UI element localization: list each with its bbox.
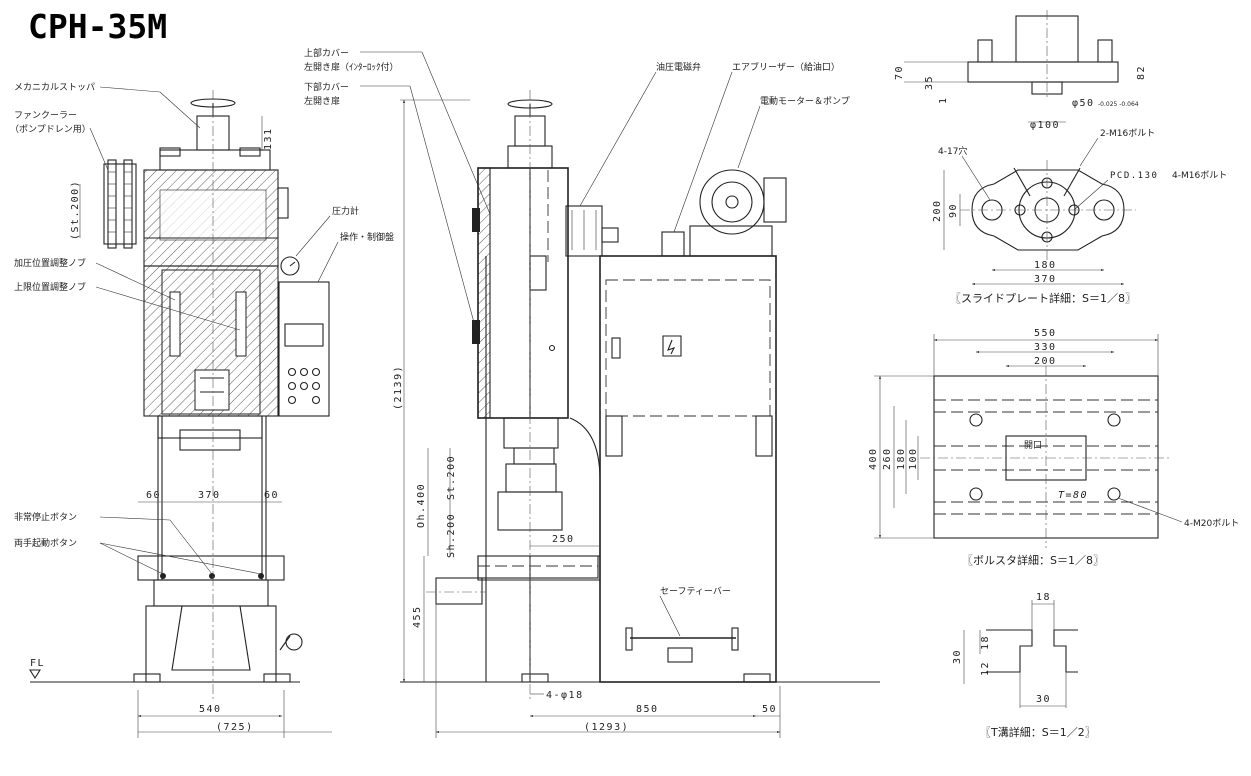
dim-st200: St.200	[446, 455, 457, 500]
dim-18-side: 18	[980, 635, 991, 650]
label-fan-cooler-sub: （ポンプドレン用）	[10, 124, 91, 135]
dim-2139: (2139)	[393, 365, 404, 410]
dim-400: 400	[868, 447, 879, 470]
dim-260: 260	[882, 447, 893, 470]
label-upper-cover-door: 左開き扉（ｲﾝﾀｰﾛｯｸ付）	[304, 61, 399, 73]
dim-550: 550	[1034, 328, 1057, 339]
dim-250: 250	[552, 534, 575, 545]
dim-725: (725)	[216, 722, 254, 733]
label-motor-pump: 電動モーター＆ポンプ	[760, 96, 850, 107]
dim-oh400: Oh.400	[416, 483, 427, 528]
fl-label: FL	[30, 658, 45, 669]
label-thickness: T=80	[1058, 490, 1088, 501]
dim-stroke: (St.200)	[70, 180, 81, 240]
dim-455: 455	[412, 605, 423, 628]
label-m16-2: 2-M16ボルト	[1100, 128, 1155, 139]
dim-70: 70	[894, 65, 905, 80]
slide-plate-detail: 70 35 1 82 φ50 -0.025 -0.064 φ100 200 90…	[894, 10, 1227, 305]
dim-100: 100	[908, 447, 919, 470]
front-view: FL 131 (St.200) 60 370 60 540 (725) メカニカ…	[10, 82, 332, 738]
top-block	[159, 149, 271, 171]
dim-200: 200	[1034, 356, 1057, 367]
fan-cooler	[103, 159, 137, 249]
oil-tank	[599, 255, 777, 683]
caption-bolster: 〖ボルスタ詳細：S＝1／8〗	[962, 553, 1104, 567]
dim-370: 370	[1034, 274, 1057, 285]
dim-90: 90	[948, 203, 959, 218]
label-upper-cover: 上部カバー	[304, 47, 349, 59]
label-mechanical-stopper: メカニカルストッパ	[14, 82, 95, 93]
tslot-detail: 18 30 18 12 30 〖T溝詳細：S＝1／2〗	[952, 592, 1096, 739]
dim-850: 850	[636, 704, 659, 715]
label-opening: 開口	[1024, 440, 1042, 451]
dim-35: 35	[924, 75, 935, 90]
dim-131: 131	[263, 127, 274, 150]
dim-330: 330	[1034, 342, 1057, 353]
dim-1: 1	[938, 96, 949, 104]
dim-60-right: 60	[264, 490, 279, 501]
dim-50: 50	[762, 704, 777, 715]
dim-82: 82	[1136, 65, 1147, 80]
label-pressure-knob: 加圧位置調整ノブ	[14, 257, 86, 269]
label-emergency-stop: 非常停止ボタン	[14, 511, 77, 523]
dim-18-top: 18	[1036, 592, 1051, 603]
caption-slide-plate: 〖スライドプレート詳細：S＝1／8〗	[950, 291, 1136, 305]
label-pcd: PCD.130	[1110, 171, 1158, 181]
safety-bar	[625, 627, 739, 663]
dim-phi50-tol: -0.025 -0.064	[1098, 101, 1139, 108]
bolster-detail: 550 330 200 400 260 180 100 開口 T=80 4-M2…	[868, 328, 1239, 567]
handwheel	[190, 98, 236, 151]
dim-30-left: 30	[952, 649, 963, 664]
ram-column	[477, 167, 569, 419]
label-safety-bar: セーフティーバー	[660, 586, 731, 597]
label-holes-17: 4-17穴	[938, 145, 967, 157]
pressure-gauge	[280, 256, 300, 276]
dim-60-left: 60	[146, 490, 161, 501]
drawing-title: CPH-35M	[28, 7, 167, 46]
dim-1293: (1293)	[584, 722, 629, 733]
side-view: (2139) Oh.400 St.200 Sh.200 455 250 4-φ1…	[295, 47, 880, 738]
label-control-panel: 操作・制御盤	[340, 231, 394, 243]
label-solenoid-valve: 油圧電磁弁	[656, 61, 701, 73]
label-pressure-gauge: 圧力計	[332, 205, 359, 217]
label-lower-cover: 下部カバー	[304, 81, 349, 93]
dim-12: 12	[980, 661, 991, 676]
label-m20: 4-M20ボルト	[1184, 518, 1239, 529]
label-upper-limit-knob: 上限位置調整ノブ	[14, 281, 86, 293]
label-m16-4: 4-M16ボルト	[1172, 170, 1227, 181]
dim-holes: 4-φ18	[546, 690, 584, 701]
dim-540: 540	[199, 704, 222, 715]
dim-phi100: φ100	[1030, 120, 1060, 131]
dim-180: 180	[896, 447, 907, 470]
dim-370: 370	[198, 490, 221, 501]
dim-sh200: Sh.200	[446, 513, 457, 558]
motor-pump	[661, 169, 787, 257]
dim-200: 200	[932, 199, 943, 222]
control-panel	[278, 281, 330, 417]
caption-tslot: 〖T溝詳細：S＝1／2〗	[980, 725, 1096, 739]
label-fan-cooler: ファンクーラー	[14, 110, 77, 121]
label-lower-cover-door: 左開き扉	[304, 95, 340, 107]
dim-180: 180	[1034, 260, 1057, 271]
label-two-hand-start: 両手起動ボタン	[14, 537, 77, 549]
dim-phi50: φ50	[1072, 98, 1095, 109]
dim-30-bottom: 30	[1036, 694, 1051, 705]
label-air-breather: エアブリーザー（給油口）	[732, 61, 840, 73]
